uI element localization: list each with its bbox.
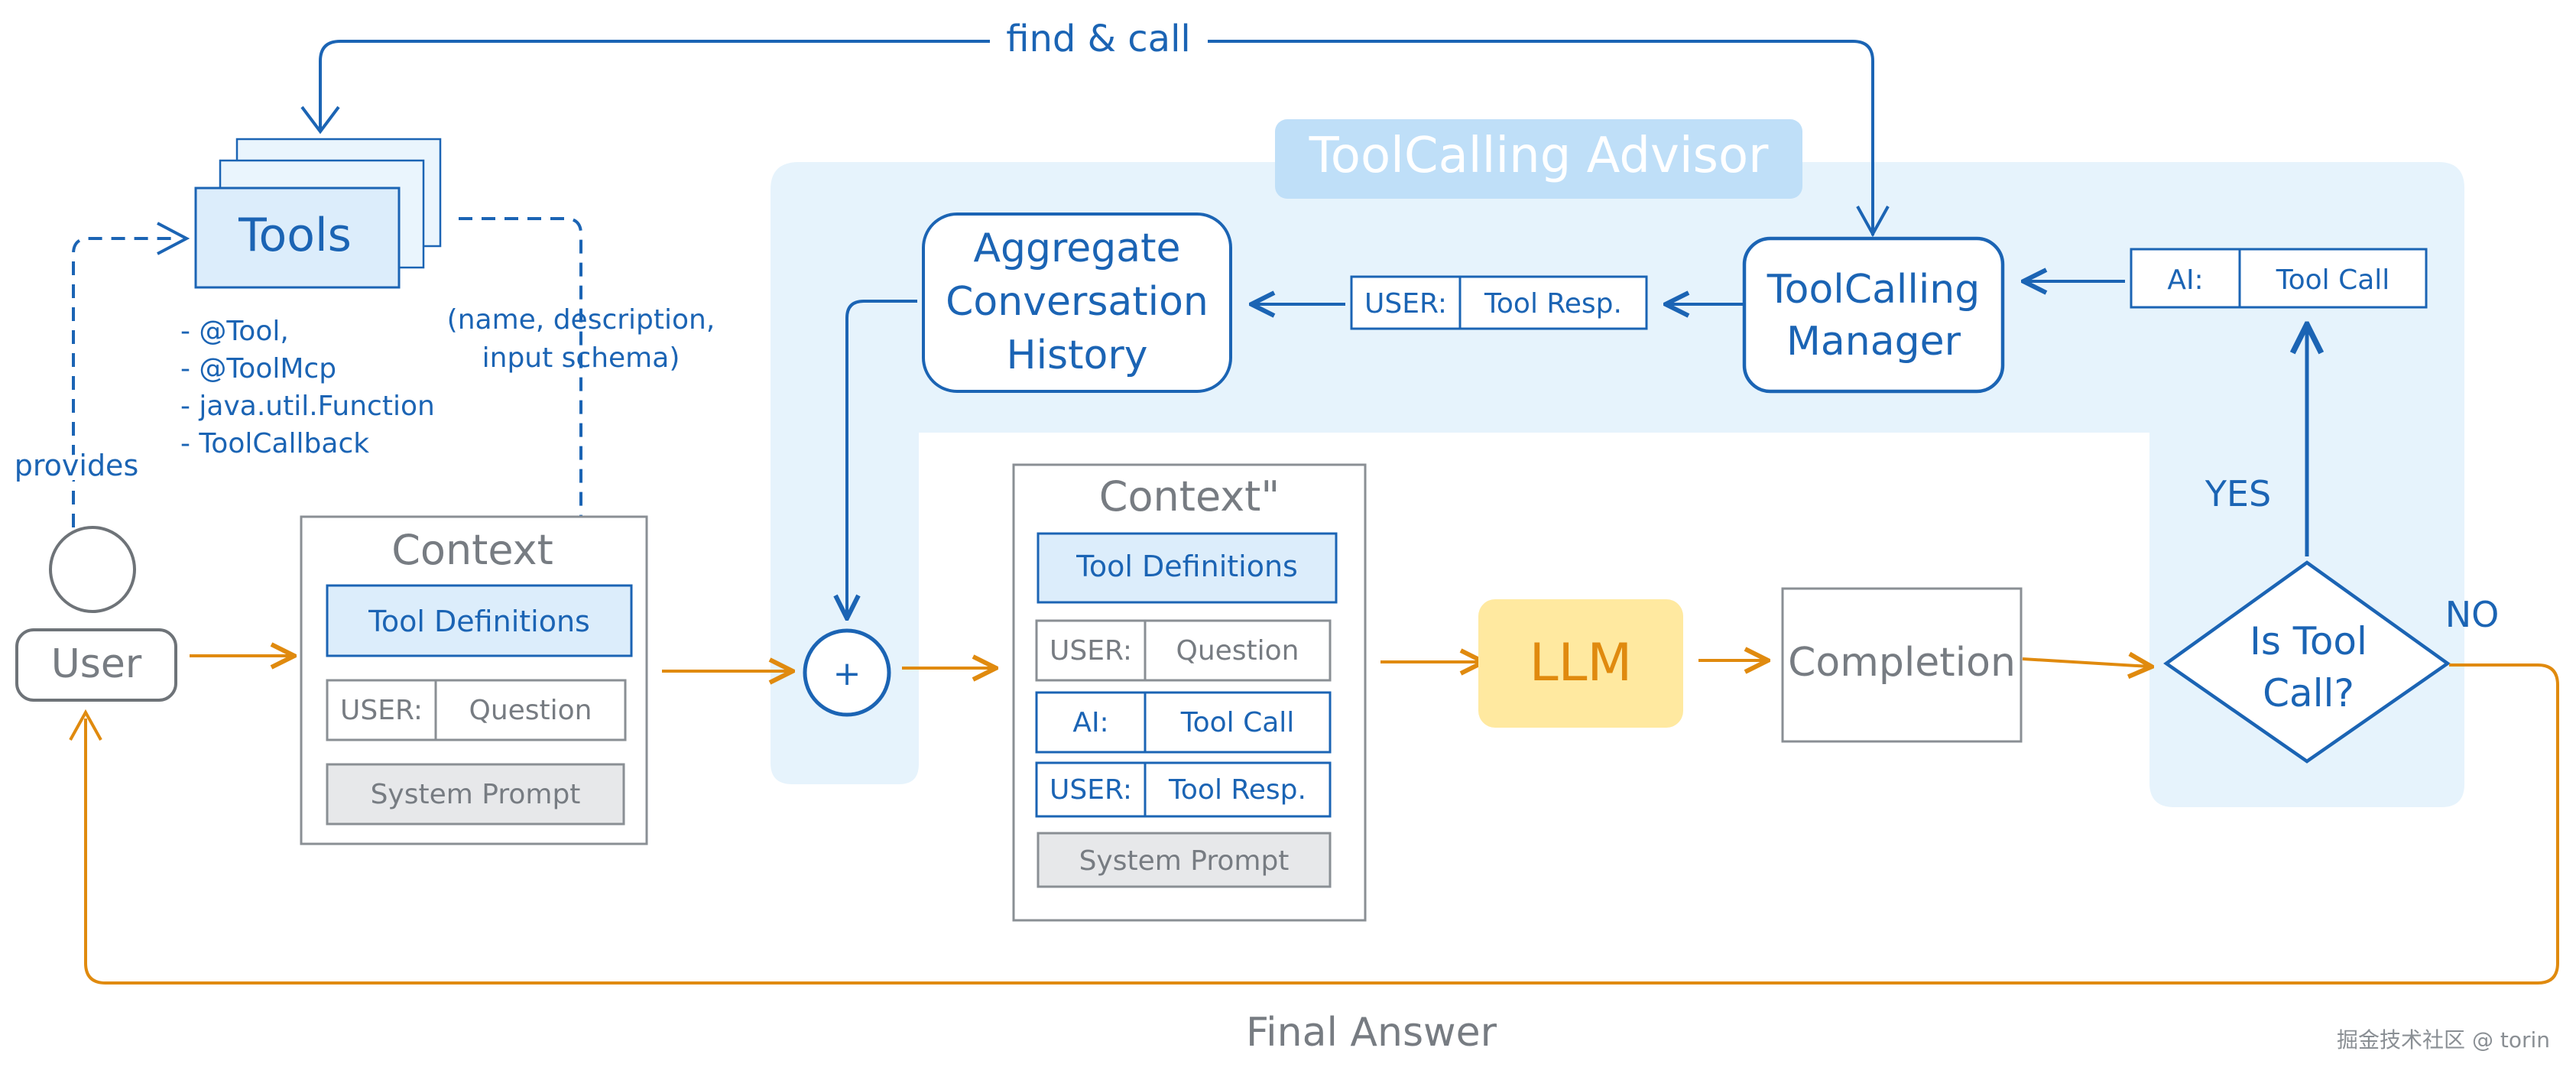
- user-label: User: [51, 641, 142, 687]
- message-user-text: Tool Resp.: [1484, 288, 1622, 320]
- context-left: Context Tool Definitions USER: Question …: [300, 515, 648, 845]
- merge-node: +: [803, 628, 891, 717]
- final-answer-loop: [84, 663, 2559, 985]
- aggregate-history-node: Aggregate Conversation History: [922, 212, 1232, 393]
- yes-label: YES: [2205, 473, 2271, 514]
- manager-line2: Manager: [1786, 319, 1961, 365]
- user-avatar-icon: [49, 526, 136, 613]
- manager-line1: ToolCalling: [1767, 267, 1980, 313]
- no-label: NO: [2445, 594, 2500, 635]
- tool-kind-item: - @Tool,: [180, 316, 289, 347]
- final-answer-arrowhead: [69, 709, 102, 741]
- message-ai-text: Tool Call: [2276, 264, 2390, 296]
- context-left-user-role: USER:: [340, 695, 423, 726]
- final-answer-label: Final Answer: [1246, 1010, 1497, 1056]
- context-right-user2-role: USER:: [1050, 774, 1132, 806]
- tools-stack: Tools: [194, 138, 442, 289]
- tool-kinds-list: - @Tool, - @ToolMcp - java.util.Function…: [180, 316, 435, 459]
- decision-is-tool-call: Is Tool Call?: [2163, 560, 2451, 764]
- aggregate-line1: Aggregate: [973, 225, 1180, 271]
- message-ai-role: AI:: [2167, 264, 2203, 296]
- message-ai-tool-call: AI: Tool Call: [2130, 248, 2428, 309]
- context-right-title: Context": [1099, 472, 1280, 521]
- context-right-tool-definitions: Tool Definitions: [1075, 550, 1298, 583]
- watermark: 掘金技术社区 @ torin: [2337, 1027, 2550, 1053]
- tool-kind-item: - @ToolMcp: [180, 353, 336, 384]
- schema-note-line1: (name, description,: [447, 304, 715, 336]
- completion-node: Completion: [1781, 587, 2023, 743]
- user-node: User: [15, 526, 177, 702]
- context-right-user2-msg: Tool Resp.: [1168, 774, 1306, 806]
- provides-label-halo: provides: [15, 449, 139, 482]
- arrow-completion-to-decision: [2022, 659, 2149, 667]
- merge-plus-icon: +: [833, 654, 861, 693]
- advisor-title-text: ToolCalling Advisor: [1309, 128, 1770, 184]
- context-left-tool-definitions: Tool Definitions: [368, 605, 590, 638]
- find-call-label: find & call: [1006, 18, 1191, 60]
- find-call-connector: find & call: [300, 18, 1890, 238]
- llm-label: LLM: [1530, 633, 1632, 693]
- context-right: Context" Tool Definitions USER: Question…: [1012, 463, 1367, 922]
- context-right-system-prompt: System Prompt: [1079, 845, 1290, 877]
- context-left-system-prompt: System Prompt: [371, 779, 581, 810]
- provides-connector: provides provides: [10, 222, 190, 527]
- context-right-user-msg: Question: [1176, 635, 1299, 667]
- schema-note-line2: input schema): [482, 342, 680, 374]
- aggregate-line2: Conversation: [946, 279, 1209, 325]
- provides-label: provides: [15, 449, 139, 482]
- context-right-ai-role: AI:: [1072, 707, 1108, 738]
- aggregate-line3: History: [1007, 333, 1148, 378]
- context-right-ai-msg: Tool Call: [1180, 707, 1295, 738]
- context-left-user-msg: Question: [469, 695, 592, 726]
- completion-label: Completion: [1788, 640, 2016, 686]
- message-user-role: USER:: [1364, 288, 1447, 320]
- context-left-title: Context: [391, 526, 553, 574]
- tool-kind-item: - java.util.Function: [180, 391, 435, 422]
- context-right-user-role: USER:: [1050, 635, 1132, 667]
- tools-title: Tools: [238, 209, 352, 262]
- arrow-aggregate-to-merge: [847, 300, 917, 616]
- message-user-tool-resp: USER: Tool Resp.: [1350, 275, 1648, 330]
- toolcalling-manager-node: ToolCalling Manager: [1742, 236, 2005, 394]
- decision-line2: Call?: [2263, 671, 2354, 715]
- advisor-title: ToolCalling Advisor: [1275, 119, 1802, 199]
- tool-kind-item: - ToolCallback: [180, 428, 369, 459]
- decision-line1: Is Tool: [2250, 619, 2367, 663]
- llm-node: LLM: [1478, 599, 1683, 728]
